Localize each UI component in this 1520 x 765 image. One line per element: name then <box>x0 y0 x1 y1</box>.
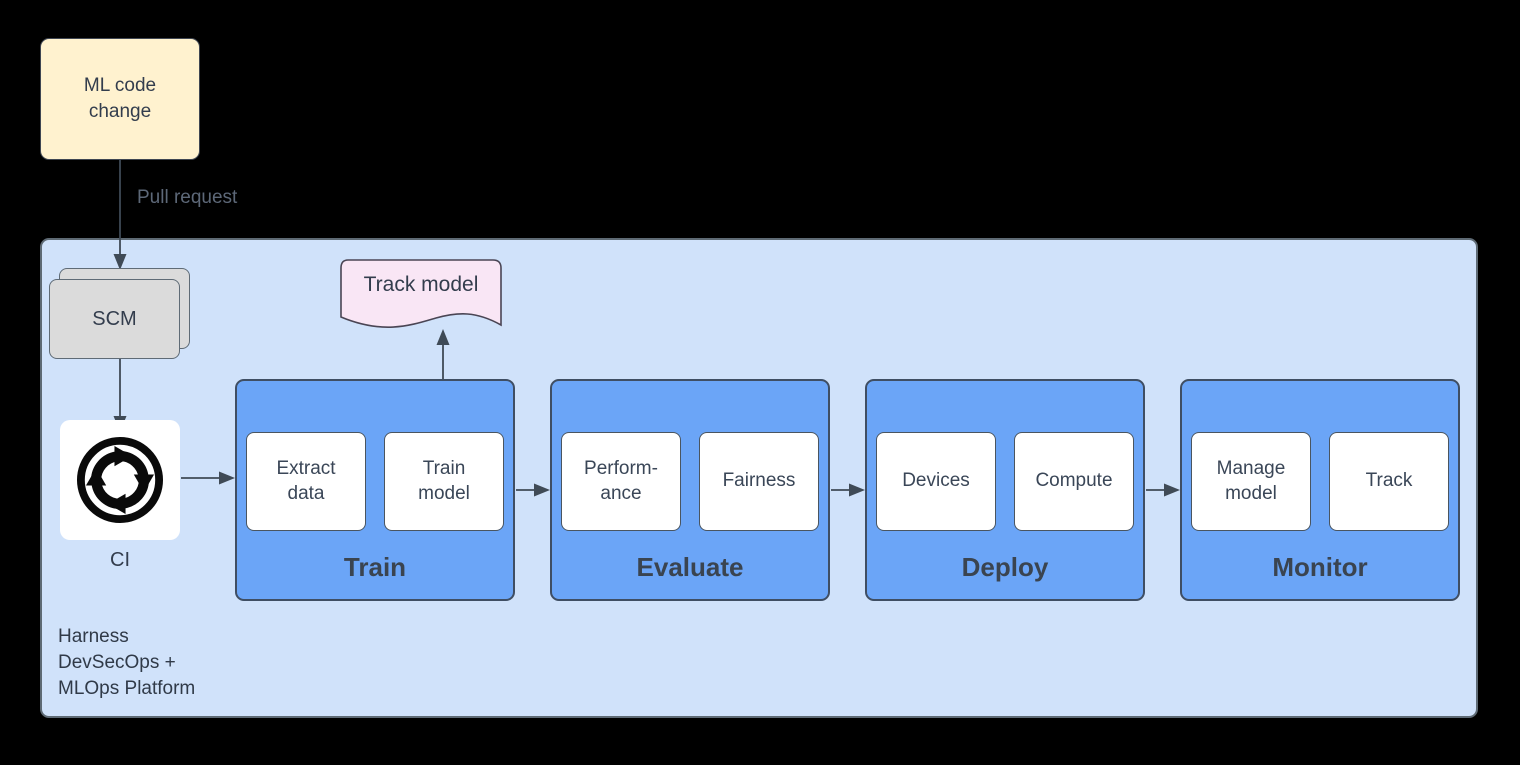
track-model-document <box>340 259 502 333</box>
item-manage-model: Manage model <box>1191 432 1311 531</box>
stage-deploy: Devices Compute Deploy <box>865 379 1145 601</box>
item-track: Track <box>1329 432 1449 531</box>
stage-monitor-items: Manage model Track <box>1182 432 1458 531</box>
stage-monitor: Manage model Track Monitor <box>1180 379 1460 601</box>
item-performance: Perform- ance <box>561 432 681 531</box>
track-model-label: Track model <box>363 273 479 296</box>
stage-evaluate: Perform- ance Fairness Evaluate <box>550 379 830 601</box>
stage-train-items: Extract data Train model <box>237 432 513 531</box>
stage-monitor-label: Monitor <box>1272 552 1368 582</box>
item-extract-data: Extract data <box>246 432 366 531</box>
ci-label: CI <box>110 549 130 571</box>
stage-train-label: Train <box>343 552 407 582</box>
platform-label: Harness DevSecOps + MLOps Platform <box>58 626 196 700</box>
stage-evaluate-label: Evaluate <box>636 552 744 582</box>
item-compute: Compute <box>1014 432 1134 531</box>
scm-label: SCM <box>92 307 137 330</box>
stage-deploy-label: Deploy <box>961 552 1049 582</box>
item-devices: Devices <box>876 432 996 531</box>
scm-node: SCM <box>49 279 180 359</box>
stage-train: Extract data Train model Train <box>235 379 515 601</box>
ci-node <box>60 420 180 540</box>
document-shape-icon <box>340 259 502 328</box>
stage-evaluate-items: Perform- ance Fairness <box>552 432 828 531</box>
ml-code-change-node: ML code change <box>40 38 200 160</box>
pull-request-label: Pull request <box>137 187 238 208</box>
ml-code-change-label: ML code change <box>83 75 157 122</box>
cycle-arrows-icon <box>76 436 164 524</box>
stage-deploy-items: Devices Compute <box>867 432 1143 531</box>
item-fairness: Fairness <box>699 432 819 531</box>
item-train-model: Train model <box>384 432 504 531</box>
